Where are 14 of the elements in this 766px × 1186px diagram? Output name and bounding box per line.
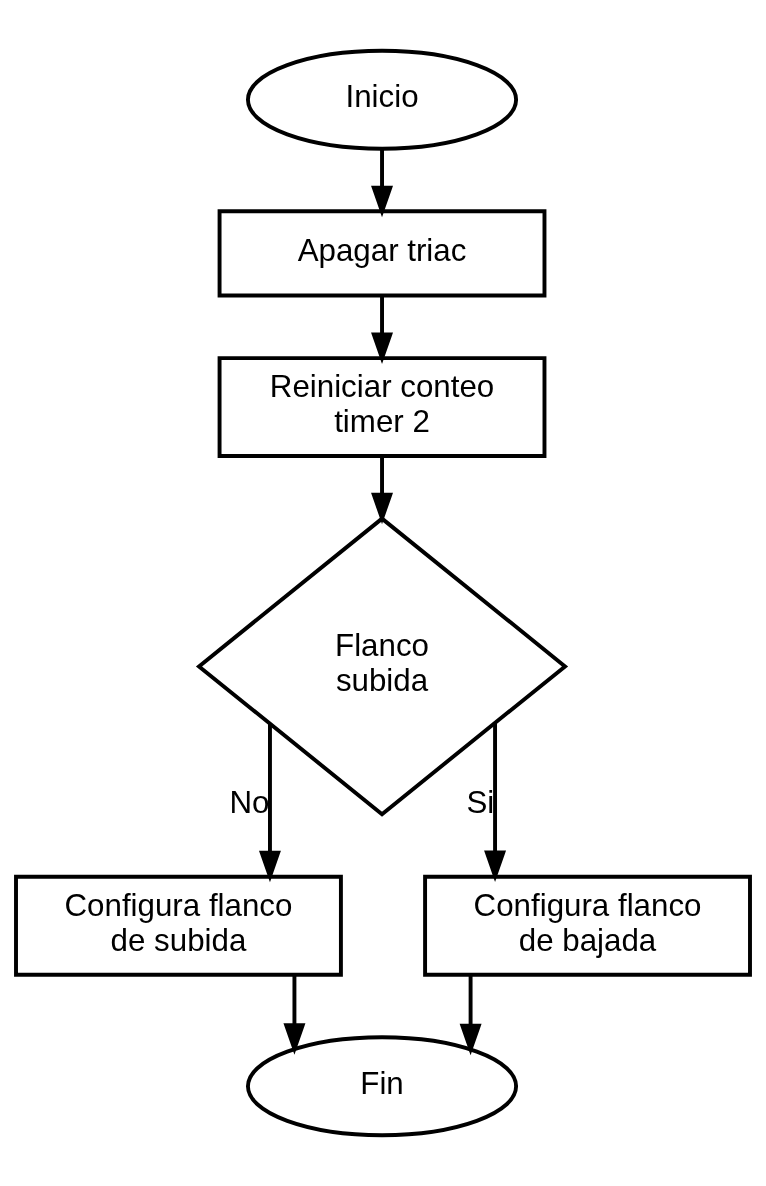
arrow xyxy=(371,149,393,218)
node-box: Reiniciar conteo timer 2 xyxy=(217,356,547,458)
arrow xyxy=(484,723,507,882)
arrow xyxy=(371,296,393,364)
node-ellipse: Inicio xyxy=(246,48,519,151)
edge-label: Si xyxy=(466,784,495,820)
node-box: Apagar triac xyxy=(217,209,547,298)
node-box: Configura flanco de bajada xyxy=(423,874,752,977)
arrow xyxy=(283,974,306,1055)
arrow xyxy=(459,974,482,1056)
arrow xyxy=(259,723,281,883)
node-box: Configura flanco de subida xyxy=(14,874,343,977)
arrow xyxy=(371,456,393,525)
node-ellipse: Fin xyxy=(246,1035,519,1138)
